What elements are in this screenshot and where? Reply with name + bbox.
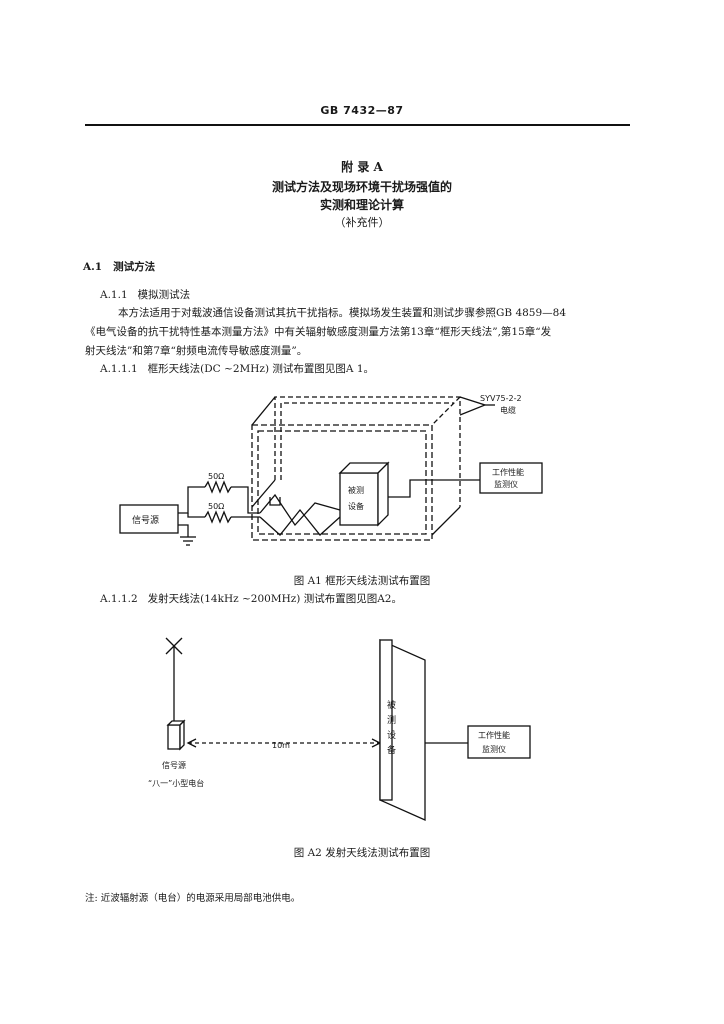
monitor-label-2: 监测仪: [482, 744, 506, 754]
distance-label: 10m: [272, 741, 290, 750]
figure-a1-caption: 图 A1 框形天线法测试布置图: [293, 575, 431, 587]
section-a11: A.1.1 模拟测试法: [100, 286, 190, 304]
loop-antenna-front: [251, 424, 433, 541]
monitor-label-1: 工作性能: [492, 467, 524, 477]
signal-source-label: 信号源: [162, 760, 186, 770]
signal-source-box: [119, 504, 179, 534]
figure-a1: SYV75-2-2 电缆 50Ω 50Ω 信号源 被测 设备 工作性能 监测仪: [119, 394, 543, 546]
appendix-title-line2: 实测和理论计算: [319, 198, 404, 212]
monitor-box: [467, 725, 531, 759]
figure-a2-caption: 图 A2 发射天线法测试布置图: [293, 847, 431, 859]
resistor-2-label: 50Ω: [208, 502, 224, 511]
dut-label-1: 被测: [348, 485, 364, 495]
section-number: A.1.1.1: [100, 363, 138, 375]
cable-label-2: 电缆: [500, 405, 516, 415]
signal-source-label: 信号源: [132, 514, 159, 526]
section-a111: A.1.1.1 框形天线法(DC ~2MHz) 测试布置图见图A 1。: [100, 360, 374, 378]
dut-char-3: 备: [387, 744, 396, 756]
section-a1: A.1 测试方法: [83, 258, 155, 276]
dut-slab: [379, 638, 426, 822]
section-title: 模拟测试法: [137, 289, 191, 301]
header-rule: [85, 124, 630, 126]
appendix-note: （补充件）: [334, 216, 390, 229]
section-text: 框形天线法(DC ~2MHz) 测试布置图见图A 1。: [147, 363, 374, 375]
paragraph-line2: 《电气设备的抗干扰特性基本测量方法》中有关辐射敏感度测量方法第13章“框形天线法…: [85, 326, 552, 338]
radio-label: “八一”小型电台: [148, 778, 204, 788]
section-a112: A.1.1.2 发射天线法(14kHz ~200MHz) 测试布置图见图A2。: [100, 590, 402, 608]
footnote: 注: 近波辐射源（电台）的电源采用局部电池供电。: [85, 893, 301, 904]
monitor-label-2: 监测仪: [494, 479, 518, 489]
dut-char-2: 设: [387, 730, 396, 741]
loop-antenna-back: [274, 396, 461, 507]
appendix-label: 附 录 A: [341, 160, 383, 174]
section-title: 测试方法: [113, 261, 156, 273]
dut-char-1: 测: [387, 715, 396, 726]
dut-label-2: 设备: [348, 501, 364, 511]
cable-label-1: SYV75-2-2: [480, 394, 522, 403]
dut-box: [338, 461, 390, 527]
resistor-2: [204, 510, 232, 524]
paragraph-line3: 射天线法”和第7章“射频电流传导敏感度测量”。: [85, 345, 308, 357]
radio-box: [166, 719, 186, 751]
resistor-1-label: 50Ω: [208, 472, 224, 481]
section-number: A.1.1.2: [100, 593, 138, 605]
paragraph-line1: 本方法适用于对载波通信设备测试其抗干扰指标。模拟场发生装置和测试步骤参照GB 4…: [118, 307, 567, 319]
section-number: A.1.1: [100, 289, 128, 301]
standard-number: GB 7432—87: [320, 104, 404, 117]
appendix-title-line1: 测试方法及现场环境干扰场强值的: [271, 180, 452, 194]
dut-char-0: 被: [387, 699, 396, 711]
monitor-box: [479, 462, 543, 494]
section-number: A.1: [83, 261, 103, 273]
monitor-label-1: 工作性能: [478, 730, 510, 740]
section-text: 发射天线法(14kHz ~200MHz) 测试布置图见图A2。: [147, 593, 402, 605]
figure-a2: 信号源 “八一”小型电台 10m 被 测 设 备 工作性能 监测仪: [148, 637, 531, 822]
resistor-1: [204, 480, 232, 494]
